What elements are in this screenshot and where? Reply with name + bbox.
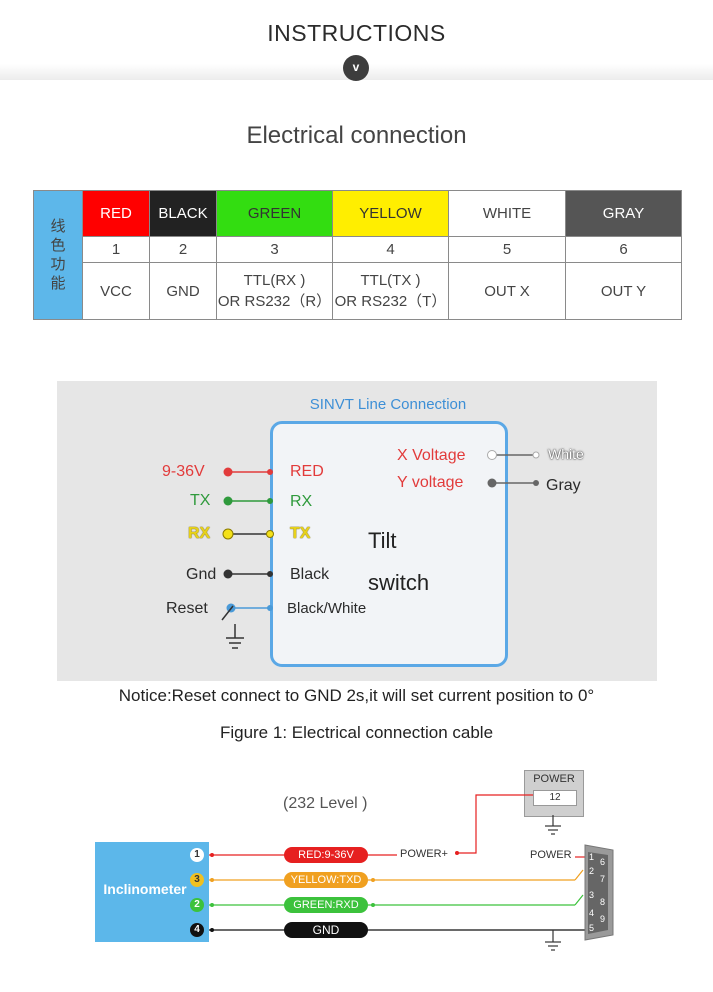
device-box-title: SINVT Line Connection [309,396,467,413]
color-name: BLACK [158,205,208,222]
db9-pin: 6 [600,857,606,867]
db9-pin: 2 [589,866,595,876]
device-name-line1: Tilt [368,528,397,553]
label-9-36v: 9-36V [162,463,205,480]
function-line: TTL(RX ) [243,272,306,289]
wire-tx: TX [290,525,311,542]
power-plus-label: POWER+ [400,848,448,860]
pin-cell: 5 [448,236,566,263]
device-box [270,421,508,667]
device-name-line2: switch [368,570,430,595]
pin-cell: 1 [82,236,150,263]
chevron-down-icon[interactable]: v [343,55,369,81]
function-line: OR RS232（R） [217,293,332,310]
color-name: GREEN [247,205,302,222]
signal-y-voltage: Y voltage [397,474,464,491]
color-name: RED [100,205,132,222]
inclinometer-label: Inclinometer [103,881,187,897]
wire-label-green: GREEN:RXD [284,897,368,913]
inclinometer-block [95,842,209,942]
table-side-label: 线 色 功 能 [33,190,83,320]
wire-label-red: RED:9-36V [284,847,368,863]
wire-label-yellow: YELLOW:TXD [284,872,368,888]
wire-black-white: Black/White [287,600,367,617]
function-cell: OUT Y [565,262,682,320]
wire-color-table: 线 色 功 能 RED BLACK GREEN YELLOW WHITE GRA… [33,190,682,320]
db9-pin: 4 [589,908,595,918]
function-line: OR RS232（T） [334,293,447,310]
wire-label-gnd: GND [284,922,368,938]
db9-power-label: POWER [530,849,572,861]
level-label: (232 Level ) [283,795,368,812]
pin-marker: 1 [190,848,204,862]
function-cell: OUT X [448,262,566,320]
db9-pin: 5 [589,923,595,933]
color-cell-white: WHITE [448,190,566,237]
pin-marker: 2 [190,898,204,912]
color-name: WHITE [482,205,532,222]
label-gnd: Gnd [186,566,217,583]
function-line: TTL(TX ) [360,272,421,289]
function-cell: TTL(RX ) OR RS232（R） [216,262,333,320]
pin-marker: 3 [190,873,204,887]
label-tx: TX [190,492,211,509]
function-cell: TTL(TX ) OR RS232（T） [332,262,449,320]
color-cell-green: GREEN [216,190,333,237]
color-cell-gray: GRAY [565,190,682,237]
power-supply-title: POWER [533,773,575,785]
label-rx: RX [188,525,211,542]
db9-pin: 7 [600,874,606,884]
color-name: GRAY [602,205,645,222]
wire-rx: RX [290,493,313,510]
color-cell-yellow: YELLOW [332,190,449,237]
color-name: YELLOW [359,205,422,222]
label-reset: Reset [166,600,208,617]
wire-white: White [548,446,584,462]
wire-gray: Gray [546,477,581,494]
db9-pin: 1 [589,852,595,862]
db9-pin: 9 [600,914,606,924]
page-title: INSTRUCTIONS [267,20,446,46]
side-label-text: 线 色 功 能 [50,218,66,292]
db9-pin: 8 [600,897,606,907]
power-supply-value: 12 [533,790,577,806]
figure-caption: Figure 1: Electrical connection cable [219,723,494,742]
notice-text: Notice:Reset connect to GND 2s,it will s… [118,686,595,705]
section-title: Electrical connection [246,122,467,149]
wire-red: RED [290,463,324,480]
signal-x-voltage: X Voltage [397,447,466,464]
db9-pin: 3 [589,890,595,900]
wire-black: Black [290,566,330,583]
pin-cell: 2 [149,236,217,263]
pin-marker: 4 [190,923,204,937]
function-cell: GND [149,262,217,320]
